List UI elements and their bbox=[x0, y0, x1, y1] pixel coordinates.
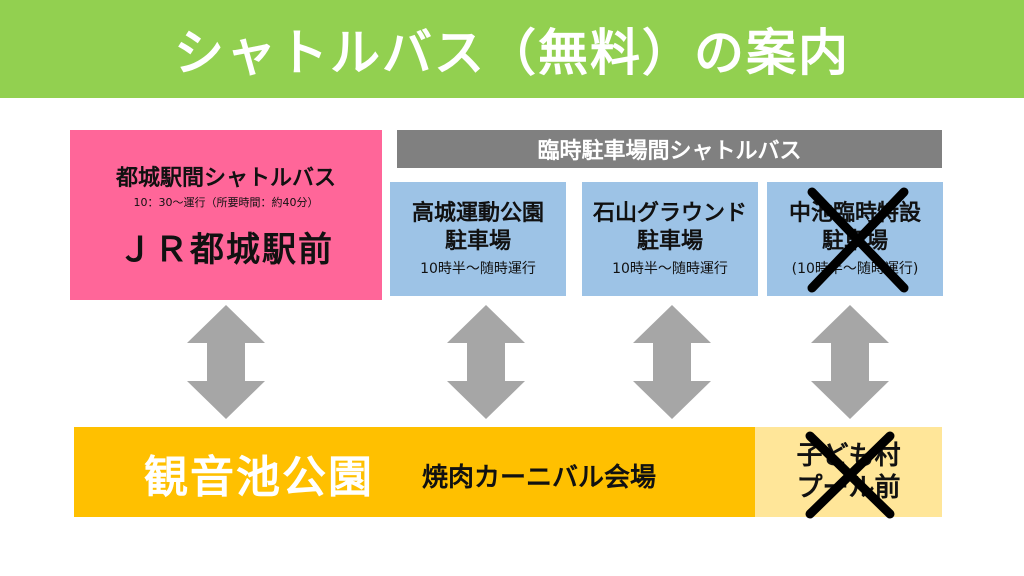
lot-schedule: 10時半～随時運行 bbox=[420, 261, 536, 277]
double-arrow-icon bbox=[811, 305, 889, 419]
jr-shuttle-title: 都城駅間シャトルバス bbox=[115, 165, 336, 191]
header-bar: シャトルバス（無料）の案内 bbox=[0, 0, 1024, 98]
kannonike-park-box: 観音池公園 焼肉カーニバル会場 bbox=[74, 427, 755, 517]
lot-ishiyama: 石山グラウンド 駐車場 10時半～随時運行 bbox=[582, 182, 758, 296]
jr-shuttle-schedule: 10：30～運行（所要時間：約40分） bbox=[133, 195, 319, 209]
jr-station-box: 都城駅間シャトルバス 10：30～運行（所要時間：約40分） ＪＲ都城駅前 bbox=[70, 130, 382, 300]
jr-stop-name: ＪＲ都城駅前 bbox=[118, 229, 334, 270]
page-title: シャトルバス（無料）の案内 bbox=[174, 24, 850, 82]
lot-schedule: 10時半～随時運行 bbox=[612, 261, 728, 277]
temp-shuttle-banner: 臨時駐車場間シャトルバス bbox=[397, 130, 942, 168]
cancel-cross-icon bbox=[804, 430, 896, 520]
double-arrow-icon bbox=[633, 305, 711, 419]
venue-name: 焼肉カーニバル会場 bbox=[422, 463, 657, 493]
lot-name: 高城運動公園 bbox=[411, 201, 544, 226]
destination-name: 観音池公園 bbox=[144, 452, 374, 503]
lot-type: 駐車場 bbox=[636, 229, 703, 254]
lot-name: 中池臨時特設 bbox=[788, 201, 921, 226]
cancel-cross-icon bbox=[806, 186, 910, 294]
double-arrow-icon bbox=[187, 305, 265, 419]
lot-name: 石山グラウンド bbox=[592, 201, 747, 226]
lot-takajo: 高城運動公園 駐車場 10時半～随時運行 bbox=[390, 182, 566, 296]
double-arrow-icon bbox=[447, 305, 525, 419]
lot-type: 駐車場 bbox=[444, 229, 511, 254]
